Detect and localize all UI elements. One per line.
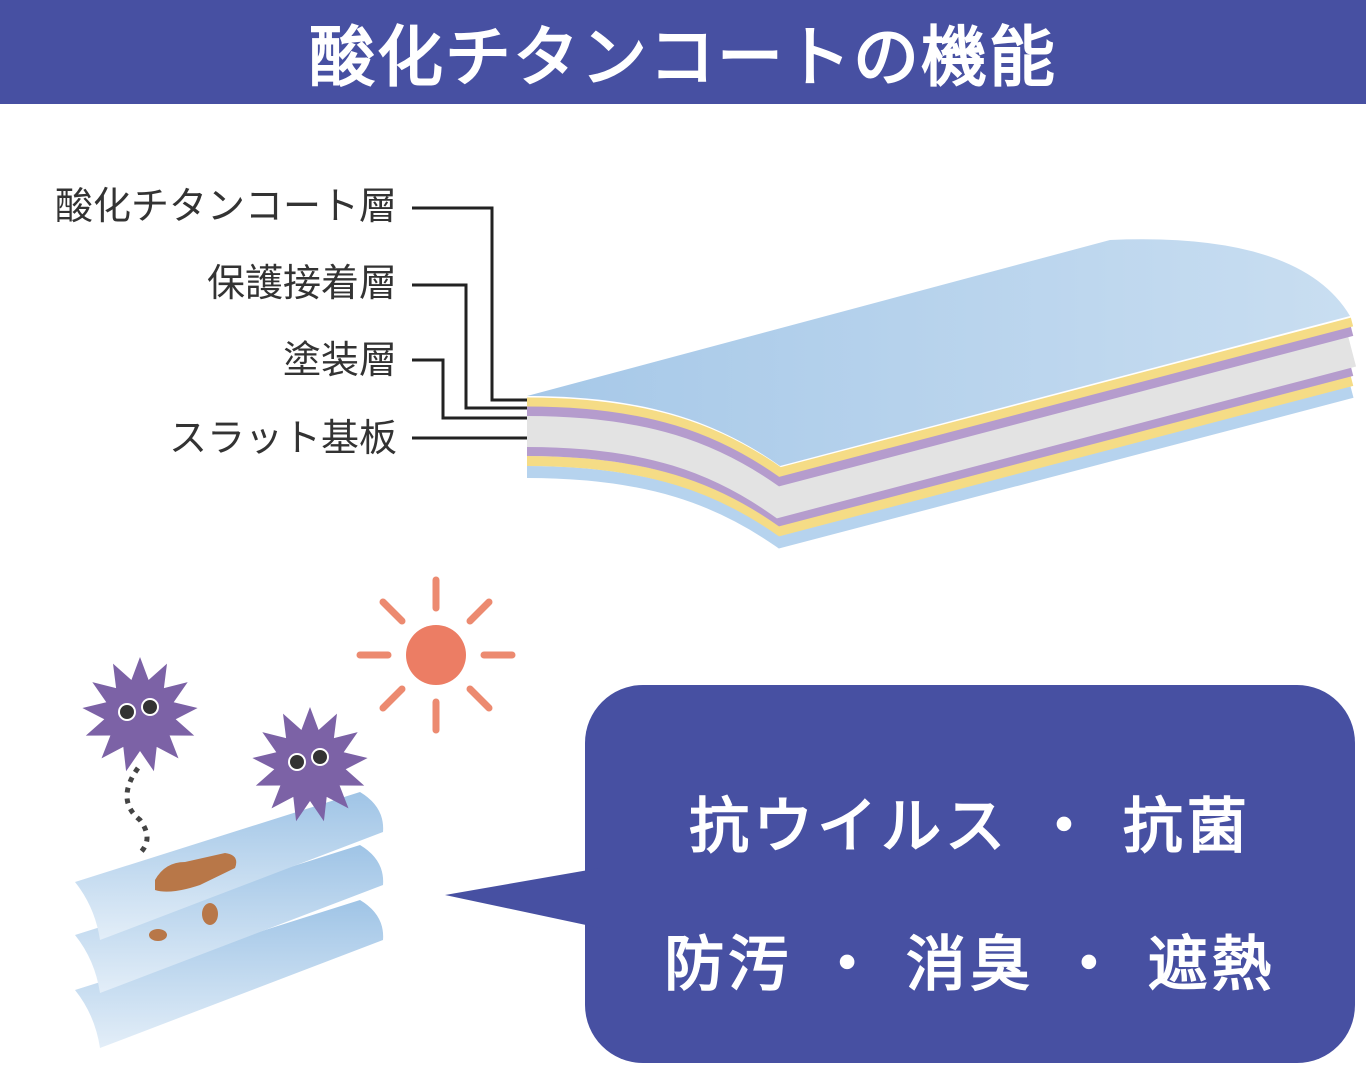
paint-layer — [526, 326, 1354, 487]
blind-slats-icon — [75, 792, 384, 1048]
speech-bubble — [445, 685, 1355, 1063]
bottom-adhesive-layer — [526, 376, 1354, 537]
function-line-1: 抗ウイルス ・ 抗菌 — [689, 792, 1251, 862]
virus-body — [82, 657, 198, 772]
virus-pupil — [120, 705, 134, 719]
leader-line-adhesive — [412, 283, 538, 410]
function-line-2: 防汚 ・ 消臭 ・ 遮熱 — [664, 930, 1276, 1000]
adhesive-layer — [526, 317, 1354, 477]
leader-lines — [412, 206, 538, 440]
virus-pupil — [143, 700, 157, 714]
layer-label-paint: 塗装層 — [282, 338, 397, 382]
virus-body — [252, 707, 368, 822]
bottom-coat-layer — [526, 386, 1354, 549]
leader-line-coat — [412, 206, 538, 402]
layer-label-adhesive: 保護接着層 — [206, 261, 397, 305]
sun-icon — [356, 576, 516, 734]
virus-icon — [252, 707, 368, 822]
substrate-layer — [526, 335, 1357, 519]
virus-pupil — [313, 750, 327, 764]
title-banner: 酸化チタンコートの機能 — [0, 0, 1366, 104]
layer-label-substrate: スラット基板 — [168, 416, 397, 460]
coat-top-surface — [527, 239, 1350, 466]
layer-diagram — [526, 239, 1357, 549]
stain-icon — [149, 853, 237, 941]
virus-trail — [124, 766, 150, 857]
virus-icon — [82, 657, 198, 772]
page-title: 酸化チタンコートの機能 — [309, 19, 1057, 96]
layer-label-coat: 酸化チタンコート層 — [54, 184, 397, 228]
virus-pupil — [290, 755, 304, 769]
bottom-paint-layer — [526, 366, 1354, 527]
leader-line-paint — [412, 358, 538, 420]
